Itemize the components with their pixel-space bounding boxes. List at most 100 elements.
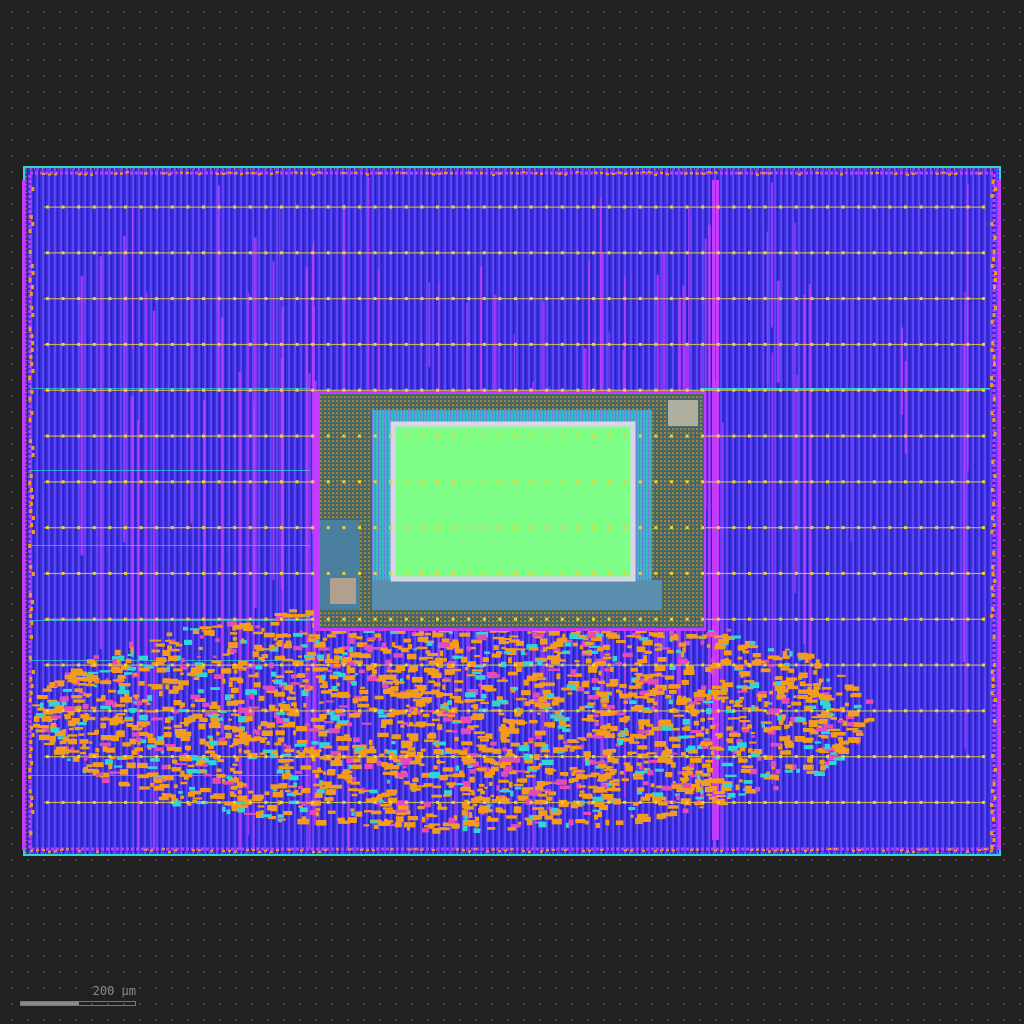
edge-cell (648, 171, 651, 174)
standard-cell (222, 653, 230, 656)
rail-via (482, 297, 486, 301)
standard-cell (82, 703, 89, 710)
standard-cell (496, 651, 503, 655)
standard-cell (600, 698, 610, 703)
edge-cell (552, 848, 555, 851)
standard-cell (488, 781, 493, 786)
standard-cell (442, 684, 446, 690)
standard-cell (295, 792, 303, 796)
standard-cell (527, 631, 532, 634)
rail-via (280, 571, 283, 575)
standard-cell (531, 633, 544, 637)
rail-via (420, 480, 424, 484)
rail-via (77, 297, 81, 301)
standard-cell (496, 785, 500, 791)
standard-cell (293, 674, 300, 678)
edge-cell (992, 635, 996, 639)
standard-cell (296, 714, 300, 717)
rail-via (404, 297, 408, 301)
standard-cell (671, 784, 682, 789)
standard-cell (532, 672, 544, 678)
standard-cell (438, 662, 444, 668)
rail-via (92, 434, 96, 438)
edge-cell (30, 726, 34, 730)
rail-via (716, 755, 720, 759)
standard-cell (304, 723, 310, 727)
standard-cell (234, 714, 240, 717)
standard-cell (208, 760, 217, 766)
rail-via (404, 342, 408, 346)
standard-cell (32, 723, 40, 728)
standard-cell (830, 732, 838, 738)
standard-cell (439, 650, 444, 657)
standard-cell (301, 690, 309, 697)
edge-cell (258, 173, 261, 176)
rail-via (638, 342, 642, 346)
rail-via (498, 342, 502, 346)
rail-via (982, 709, 985, 713)
standard-cell (108, 689, 117, 693)
rail-via (685, 800, 689, 804)
standard-cell (406, 733, 419, 738)
edge-cell (990, 530, 994, 534)
rail-via (186, 526, 190, 530)
sram-macro[interactable] (314, 391, 706, 631)
standard-cell (710, 725, 716, 729)
standard-cell (347, 770, 353, 774)
edge-cell (31, 670, 35, 674)
standard-cell (513, 783, 524, 787)
rail-via (841, 388, 845, 392)
standard-cell (262, 654, 268, 659)
standard-cell (683, 669, 695, 675)
standard-cell (366, 664, 375, 670)
standard-cell (471, 669, 484, 672)
rail-via (482, 617, 486, 621)
standard-cell (555, 779, 567, 785)
standard-cell (196, 655, 201, 658)
standard-cell (711, 658, 715, 662)
standard-cell (588, 645, 601, 648)
standard-cell (592, 809, 601, 812)
standard-cell (773, 681, 777, 686)
rail-via (264, 297, 268, 301)
rail-via (857, 251, 861, 255)
standard-cell (162, 678, 171, 684)
standard-cell (344, 774, 353, 780)
standard-cell (528, 737, 533, 742)
rail-via (779, 755, 783, 759)
rail-via (982, 480, 985, 484)
standard-cell (657, 757, 669, 763)
standard-cell (318, 730, 328, 737)
standard-cell (74, 688, 83, 693)
standard-cell (127, 654, 132, 656)
standard-cell (377, 794, 384, 798)
standard-cell (507, 827, 516, 831)
rail-via (966, 251, 970, 255)
edge-cell (624, 849, 627, 852)
edge-cell (756, 173, 759, 176)
rail-via (342, 617, 346, 621)
standard-cell (367, 647, 373, 653)
standard-cell (283, 743, 287, 747)
standard-cell (315, 675, 324, 679)
edge-cell (312, 850, 315, 853)
rail-via (732, 617, 736, 621)
standard-cell (448, 660, 457, 664)
magenta-strap (803, 294, 806, 644)
standard-cell (777, 715, 782, 721)
rail-via (545, 297, 549, 301)
standard-cell (742, 729, 750, 733)
rail-via (748, 480, 751, 484)
standard-cell (422, 713, 430, 718)
rail-via (763, 434, 767, 438)
standard-cell (529, 790, 541, 796)
rail-via (607, 434, 611, 438)
edge-cell (992, 551, 996, 555)
standard-cell (416, 751, 424, 758)
rail-via (716, 297, 720, 301)
edge-cell (991, 460, 995, 464)
standard-cell (242, 625, 254, 632)
standard-cell (550, 643, 555, 648)
rail-via (280, 800, 283, 804)
